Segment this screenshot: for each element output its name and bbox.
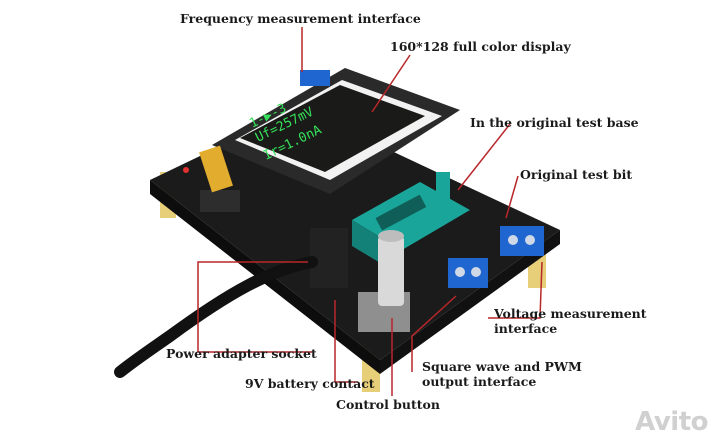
- control-knob: [378, 236, 404, 306]
- label-display: 160*128 full color display: [390, 39, 571, 54]
- pcb-component: [200, 190, 240, 212]
- lcd-screen: [240, 85, 425, 172]
- leader-lines: [197, 27, 543, 396]
- zif-lever: [436, 172, 450, 210]
- label-control-button: Control button: [336, 397, 440, 412]
- label-voltage-2: interface: [494, 321, 558, 336]
- label-test-base: In the original test base: [470, 115, 639, 130]
- label-voltage-1: Voltage measurement: [494, 306, 647, 321]
- pcb-edge-right: [380, 230, 560, 374]
- frequency-terminal: [300, 70, 330, 86]
- label-square-wave-2: output interface: [422, 374, 537, 389]
- label-battery-contact: 9V battery contact: [245, 376, 375, 391]
- label-test-bit: Original test bit: [520, 167, 633, 182]
- label-square-wave-1: Square wave and PWM: [422, 359, 582, 374]
- label-frequency-interface: Frequency measurement interface: [180, 11, 421, 26]
- zif-slot: [375, 194, 427, 231]
- power-led: [183, 167, 189, 173]
- square-wave-terminal: [448, 258, 488, 288]
- avito-watermark: Avito: [635, 407, 708, 437]
- power-cable: [114, 256, 318, 378]
- voltage-terminal: [500, 226, 544, 256]
- label-power-socket: Power adapter socket: [166, 346, 317, 361]
- display-ribbon: [199, 145, 233, 193]
